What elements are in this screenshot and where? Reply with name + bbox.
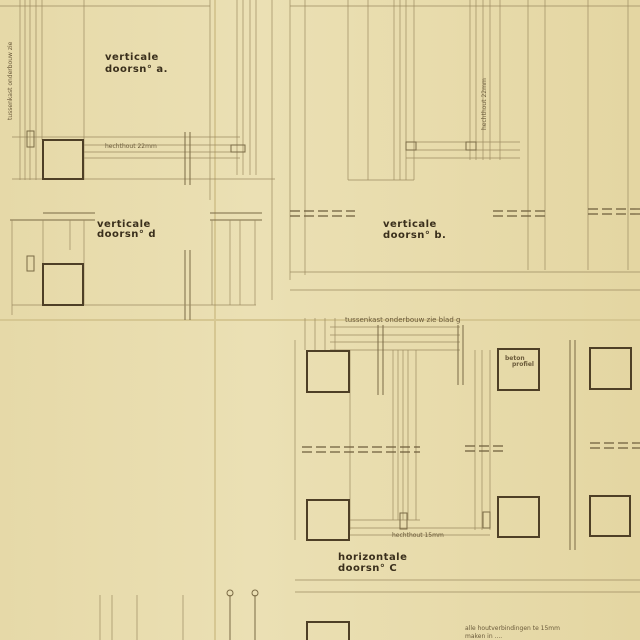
hechthout-note-a: hechthout 22mm [105, 143, 157, 150]
section-c-label-line2: doorsn° C [338, 563, 397, 574]
section-b-label-line2: doorsn° b. [383, 230, 446, 241]
section-c [294, 318, 640, 640]
beton-profiel-line1: beton [505, 355, 525, 362]
beton-profiel-line2: profiel [512, 361, 534, 368]
section-d [10, 212, 262, 320]
bottom-elevation [99, 589, 259, 640]
footer-note-line1: alle houtverbindingen te 15mm [465, 625, 560, 632]
hechthout-note-b: hechthout 22mm [481, 78, 488, 130]
section-d-label-line1: verticale [97, 219, 151, 230]
footer-note-line2: maken in .... [465, 633, 502, 640]
section-c-label-line1: horizontale [338, 552, 407, 563]
section-b-label-line1: verticale [383, 219, 437, 230]
hechthout-note-c: hechthout 15mm [392, 532, 444, 539]
section-a [0, 0, 275, 300]
tussenkast-note-left: tussenkast onderbouw zie [7, 41, 14, 120]
section-d-label-line2: doorsn° d [97, 229, 156, 240]
section-a-label-line1: verticale [105, 52, 159, 63]
tussenkast-note-c: tussenkast onderbouw zie blad g [345, 316, 460, 324]
section-b [289, 0, 640, 291]
section-a-label-line2: doorsn° a. [105, 64, 168, 75]
